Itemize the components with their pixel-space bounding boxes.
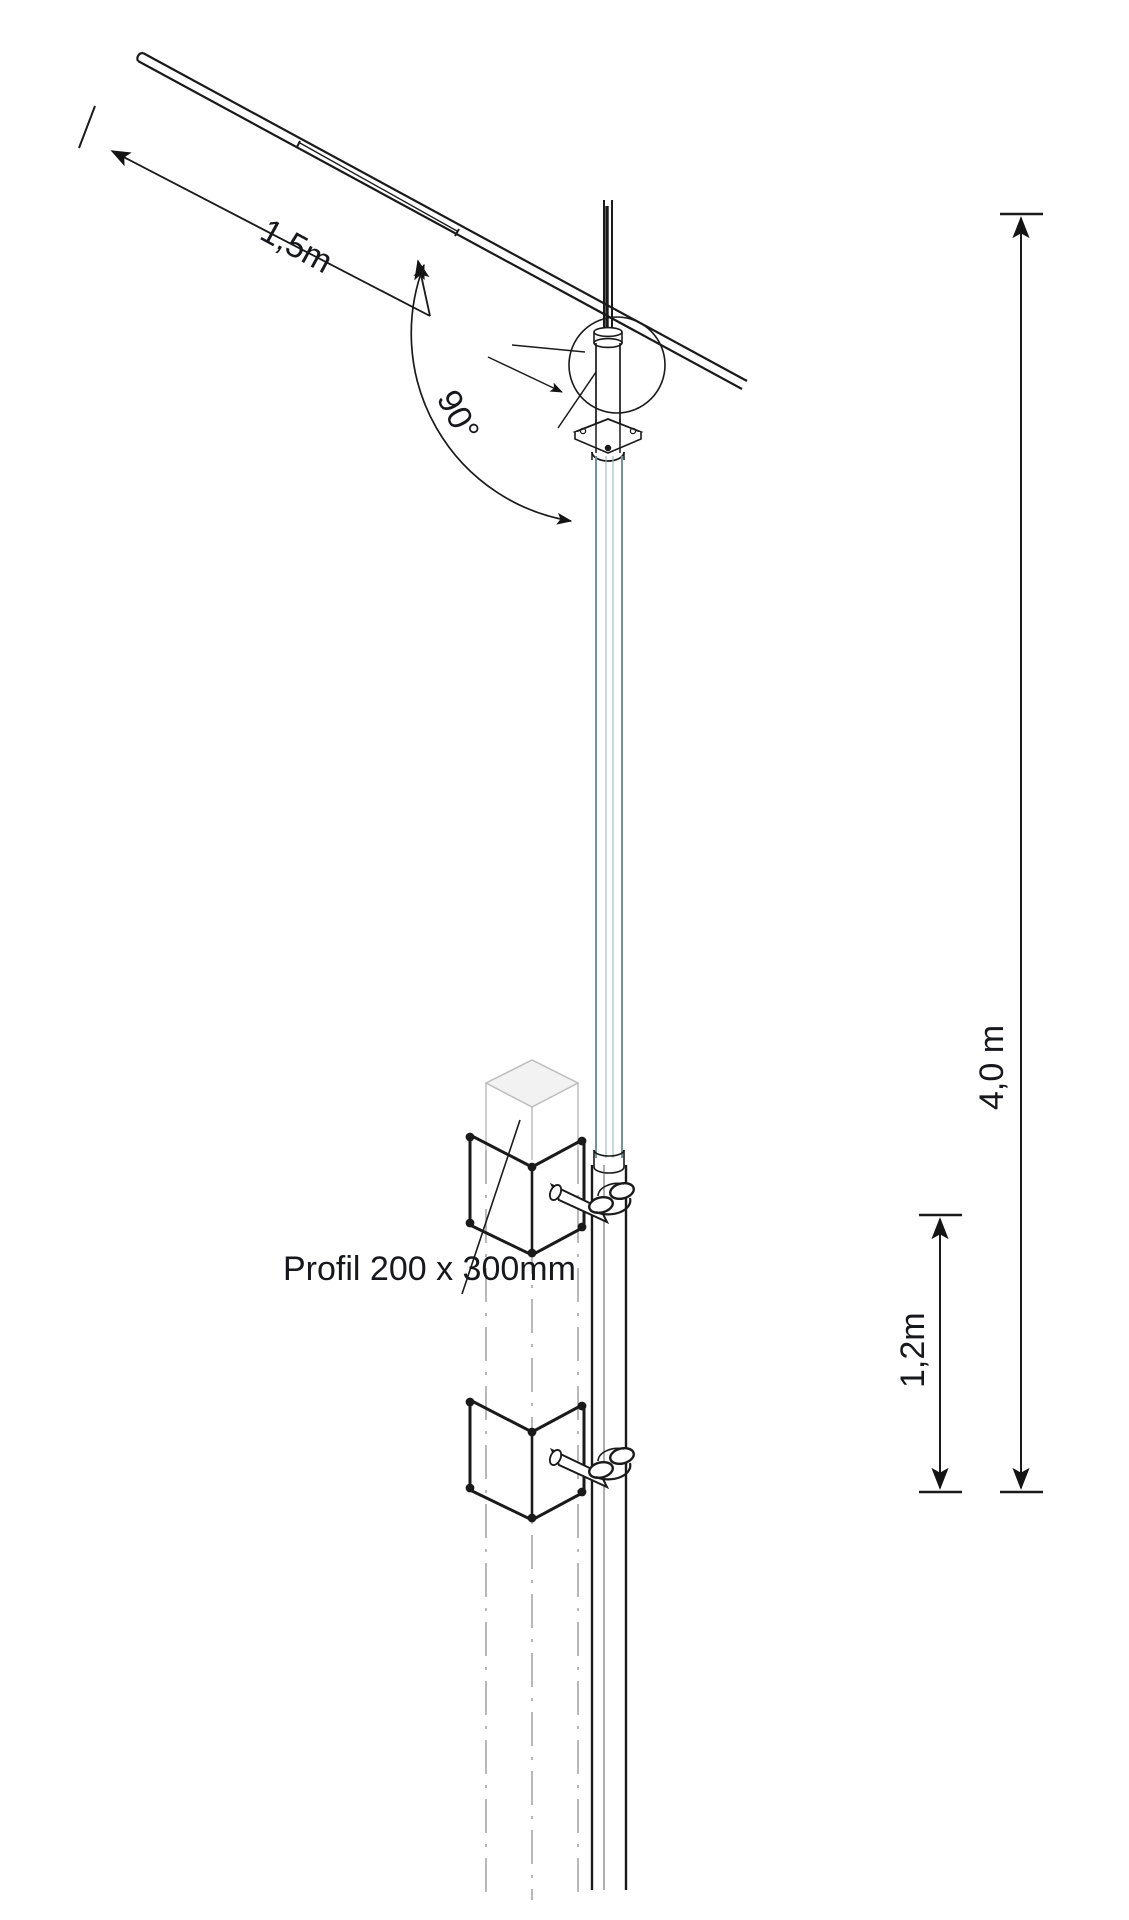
mast-joint-sleeve xyxy=(593,1149,625,1174)
dimension-bracket-spacing: 1,2m xyxy=(894,1213,962,1494)
dimension-label-bracket-spacing: 1,2m xyxy=(894,1312,932,1388)
bolt-hole xyxy=(579,427,587,435)
mast-head-assembly xyxy=(572,200,644,462)
profile-leader-line xyxy=(461,1119,521,1295)
profile-note-label: Profil 200 x 300mm xyxy=(283,1250,576,1288)
vertical-mast-upper xyxy=(595,456,623,1158)
upper-bracket xyxy=(465,1132,635,1258)
detail-circle-mast-head xyxy=(487,316,666,429)
lower-bracket xyxy=(465,1397,635,1523)
bolt-hole xyxy=(604,444,612,452)
profile-callout: Profil 200 x 300mm xyxy=(283,1119,576,1295)
vertical-mast-lower xyxy=(590,1165,628,1890)
support-profile-post xyxy=(484,1059,580,1900)
pipe-clamp xyxy=(588,1195,614,1215)
dimension-label-mast-height: 4,0 m xyxy=(973,1025,1011,1110)
bolt-hole xyxy=(629,427,637,435)
pipe-clamp xyxy=(588,1460,614,1480)
dimension-mast-height: 4,0 m xyxy=(973,212,1043,1494)
